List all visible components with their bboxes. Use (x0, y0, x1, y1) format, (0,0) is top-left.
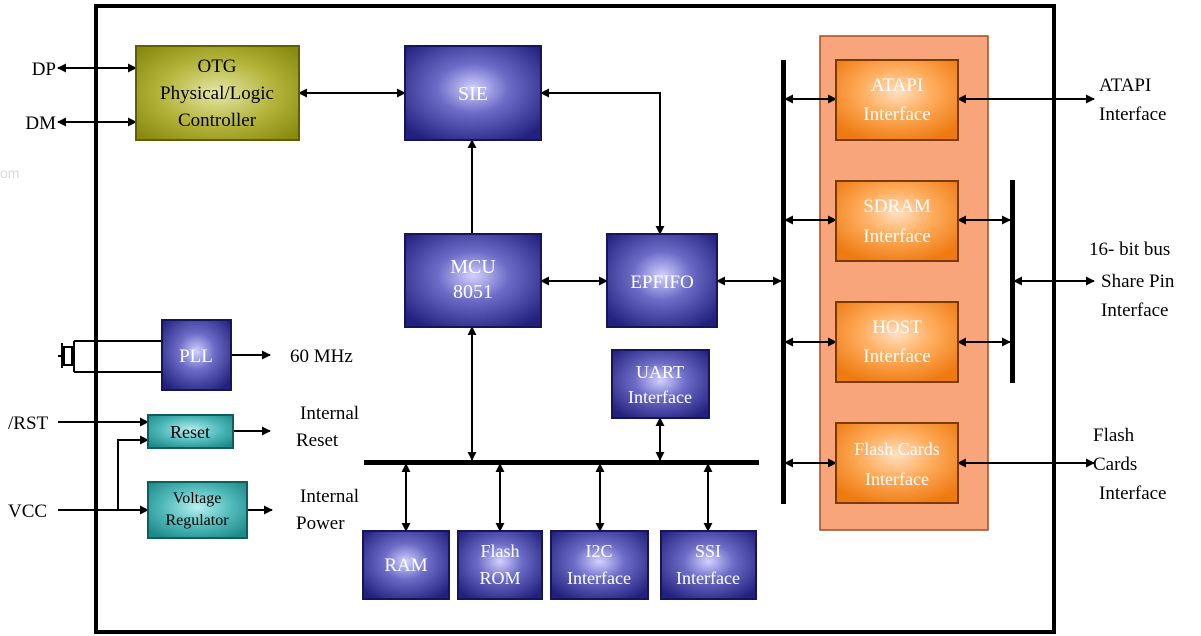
share-pin-bus (1010, 180, 1015, 383)
crystal-icon (61, 341, 75, 372)
sdram-line2: Interface (863, 226, 931, 247)
flash-external-line1: Flash (1093, 425, 1135, 446)
i2c-block: I2C Interface (550, 530, 649, 600)
sie-label: SIE (458, 83, 488, 105)
atapi-line1: ATAPI (871, 75, 923, 96)
ssi-block: SSI Interface (660, 530, 757, 600)
otg-line1: OTG (197, 56, 236, 77)
otg-controller-block: OTG Physical/Logic Controller (135, 45, 300, 141)
internal-bus (364, 460, 759, 465)
reset-block: Reset (147, 414, 234, 449)
flashcards-line1: Flash Cards (854, 439, 940, 459)
clock-output-label: 60 MHz (290, 346, 353, 367)
vcc-label: VCC (8, 501, 47, 522)
mcu-line1: MCU (450, 256, 496, 278)
mcu-line2: 8051 (453, 281, 493, 303)
interface-bus (781, 60, 786, 504)
chip-boundary (94, 4, 1056, 634)
watermark-text: om (0, 165, 19, 181)
vcc-reset-branch (117, 435, 149, 510)
flash-external-line2: Cards (1093, 454, 1137, 475)
flash-rom-block: Flash ROM (457, 530, 543, 600)
otg-line3: Controller (178, 110, 257, 131)
flashrom-line2: ROM (479, 568, 520, 588)
internal-power-line2: Power (296, 513, 345, 534)
atapi-external-line1: ATAPI (1099, 75, 1151, 96)
rst-label: /RST (8, 413, 49, 434)
dm-label: DM (25, 113, 56, 134)
sharebus-external-line3: Interface (1101, 300, 1169, 321)
host-line2: Interface (863, 346, 931, 367)
flashrom-line1: Flash (480, 541, 519, 561)
sharebus-external-line2: Share Pin (1101, 271, 1175, 292)
ssi-line1: SSI (695, 541, 721, 561)
ram-label: RAM (384, 555, 427, 576)
flash-cards-interface-block: Flash Cards Interface (835, 422, 959, 504)
uart-line2: Interface (628, 387, 692, 407)
i2c-line1: I2C (586, 541, 613, 561)
host-line1: HOST (872, 317, 922, 338)
epfifo-label: EPFIFO (630, 272, 693, 293)
pll-label: PLL (179, 346, 213, 367)
internal-reset-line1: Internal (300, 403, 359, 424)
pll-block: PLL (161, 319, 232, 391)
atapi-external-line2: Interface (1099, 104, 1167, 125)
sharebus-external-line1: 16- bit bus (1089, 239, 1170, 260)
host-interface-block: HOST Interface (835, 301, 959, 383)
sie-block: SIE (404, 45, 542, 141)
epfifo-block: EPFIFO (606, 233, 718, 328)
mcu-block: MCU 8051 (404, 233, 542, 328)
atapi-interface-block: ATAPI Interface (835, 59, 959, 141)
vreg-line2: Regulator (165, 512, 229, 529)
i2c-line2: Interface (567, 568, 631, 588)
internal-reset-line2: Reset (296, 430, 339, 451)
flash-external-line3: Interface (1099, 483, 1167, 504)
uart-line1: UART (636, 362, 684, 382)
sie-epfifo-link (540, 88, 665, 235)
flashcards-line2: Interface (865, 469, 929, 489)
uart-block: UART Interface (611, 349, 710, 419)
sdram-interface-block: SDRAM Interface (835, 180, 959, 262)
voltage-regulator-block: Voltage Regulator (147, 481, 248, 539)
ram-block: RAM (362, 530, 450, 600)
otg-line2: Physical/Logic (160, 83, 274, 104)
ssi-line2: Interface (676, 568, 740, 588)
atapi-line2: Interface (863, 104, 931, 125)
dp-label: DP (32, 59, 56, 80)
sdram-line1: SDRAM (863, 196, 931, 217)
internal-power-line1: Internal (300, 486, 359, 507)
connections (57, 63, 1095, 532)
reset-label: Reset (170, 422, 210, 442)
vreg-line1: Voltage (173, 490, 222, 507)
